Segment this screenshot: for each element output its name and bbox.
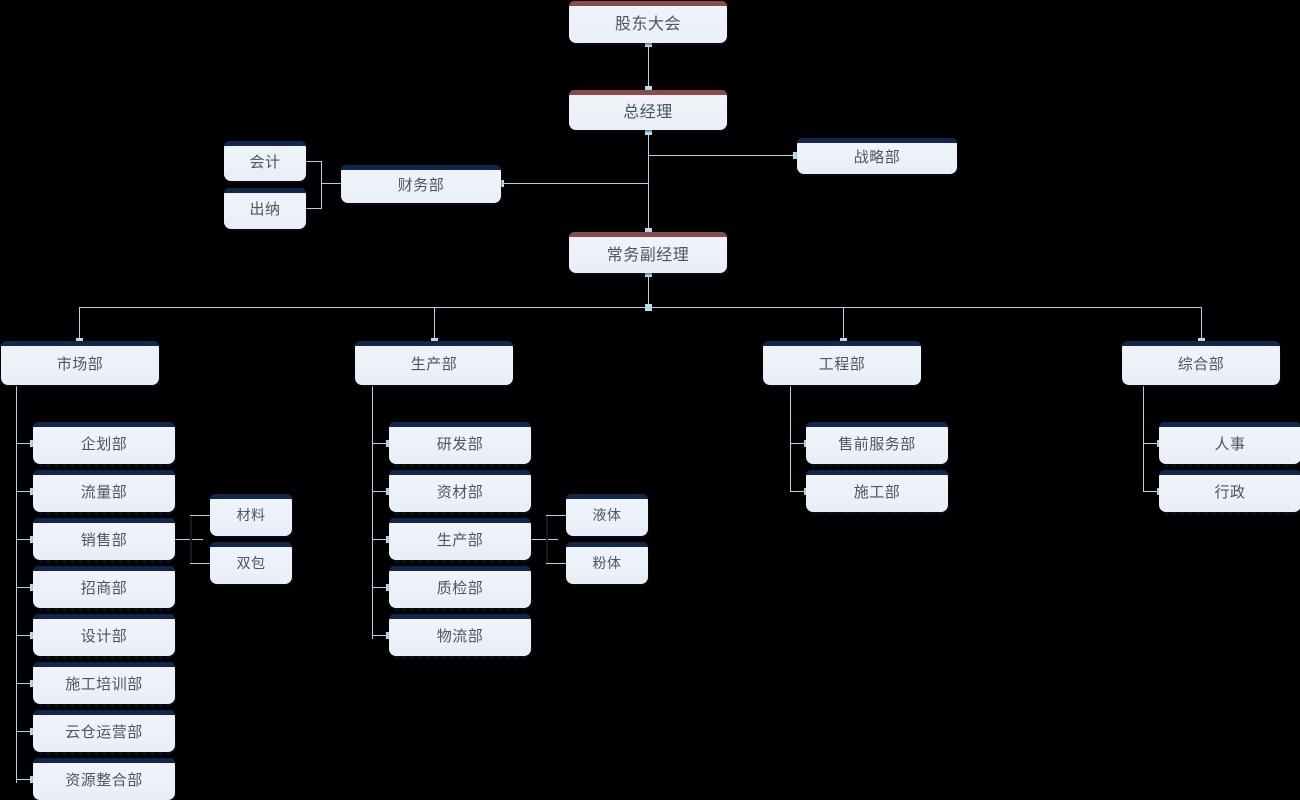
connector-to-engineering	[843, 307, 844, 341]
connector-finance-bracket-v	[321, 161, 322, 208]
connector-engineering-trunk	[790, 386, 791, 491]
connector-finance-bracket	[321, 183, 341, 184]
connector-market-stub	[16, 683, 33, 684]
connector-production-stub	[372, 443, 389, 444]
connector-market-stub	[16, 587, 33, 588]
node-market-design[interactable]: 设计部	[33, 614, 175, 659]
connector-dot	[645, 128, 652, 135]
connector-shareholders-gm	[648, 43, 649, 90]
node-eng-construction[interactable]: 施工部	[806, 470, 948, 515]
node-general-manager[interactable]: 总经理	[569, 90, 727, 130]
node-eng-presale[interactable]: 售前服务部	[806, 422, 948, 467]
node-finance[interactable]: 财务部	[341, 165, 501, 203]
connector-gm-strategy	[648, 155, 797, 156]
connector-market-stub	[16, 731, 33, 732]
node-market-planning[interactable]: 企划部	[33, 422, 175, 467]
node-accountant[interactable]: 会计	[224, 141, 306, 181]
connector-dot	[645, 270, 652, 277]
connector-engineering-stub	[790, 491, 807, 492]
connector-to-market	[79, 307, 80, 341]
node-engineering[interactable]: 工程部	[763, 341, 921, 385]
node-market-training[interactable]: 施工培训部	[33, 662, 175, 707]
node-deputy-manager[interactable]: 常务副经理	[569, 232, 727, 273]
node-ga-hr[interactable]: 人事	[1159, 422, 1300, 467]
connector-engineering-stub	[790, 443, 807, 444]
node-prod-logistics[interactable]: 物流部	[389, 614, 531, 659]
connector-dot	[645, 86, 652, 93]
connector-sales-double	[190, 563, 216, 564]
node-prod-powder[interactable]: 粉体	[566, 542, 648, 584]
connector-finance-cashier	[292, 208, 322, 209]
connector-dot	[645, 228, 652, 235]
connector-market-trunk	[16, 386, 17, 783]
node-strategy[interactable]: 战略部	[797, 138, 957, 174]
connector-sales-bracket-v	[190, 515, 192, 563]
connector-to-production	[434, 307, 435, 341]
node-market-resource[interactable]: 资源整合部	[33, 758, 175, 800]
node-market-traffic[interactable]: 流量部	[33, 470, 175, 515]
node-sales-material[interactable]: 材料	[210, 494, 292, 536]
node-cashier[interactable]: 出纳	[224, 188, 306, 229]
connector-market-stub	[16, 779, 33, 780]
connector-gm-finance	[501, 183, 649, 184]
connector-sales-material	[190, 515, 216, 516]
connector-sales-bracket-h	[175, 539, 203, 540]
connector-manufacture-bracket-v	[546, 515, 548, 563]
connector-market-stub	[16, 635, 33, 636]
node-prod-rd[interactable]: 研发部	[389, 422, 531, 467]
connector-production-stub	[372, 491, 389, 492]
node-sales-double[interactable]: 双包	[210, 542, 292, 584]
connector-market-stub	[16, 539, 33, 540]
connector-general-affairs-stub	[1143, 491, 1160, 492]
connector-production-trunk	[372, 386, 373, 639]
node-general-affairs[interactable]: 综合部	[1122, 341, 1280, 385]
connector-gm-deputy	[648, 131, 649, 232]
node-shareholders[interactable]: 股东大会	[569, 1, 727, 43]
node-market[interactable]: 市场部	[1, 341, 159, 385]
node-prod-material[interactable]: 资材部	[389, 470, 531, 515]
connector-deputy-drop	[648, 273, 649, 307]
connector-manufacture-powder	[546, 563, 572, 564]
connector-dot	[793, 152, 800, 159]
connector-general-affairs-trunk	[1143, 386, 1144, 491]
connector-distribution-bar	[79, 307, 1201, 308]
node-ga-admin[interactable]: 行政	[1159, 470, 1300, 515]
connector-market-stub	[16, 491, 33, 492]
connector-general-affairs-stub	[1143, 443, 1160, 444]
connector-production-stub	[372, 539, 389, 540]
node-market-cloud[interactable]: 云仓运营部	[33, 710, 175, 755]
connector-production-stub	[372, 587, 389, 588]
node-market-investment[interactable]: 招商部	[33, 566, 175, 611]
node-prod-liquid[interactable]: 液体	[566, 494, 648, 536]
node-prod-qc[interactable]: 质检部	[389, 566, 531, 611]
connector-to-general-affairs	[1201, 307, 1202, 341]
connector-dot	[645, 40, 652, 47]
node-production[interactable]: 生产部	[355, 341, 513, 385]
connector-manufacture-bracket-h	[530, 539, 558, 540]
connector-manufacture-liquid	[546, 515, 572, 516]
connector-market-stub	[16, 443, 33, 444]
node-prod-manufacture[interactable]: 生产部	[389, 518, 531, 563]
connector-production-stub	[372, 635, 389, 636]
node-market-sales[interactable]: 销售部	[33, 518, 175, 563]
connector-finance-accountant	[292, 161, 322, 162]
